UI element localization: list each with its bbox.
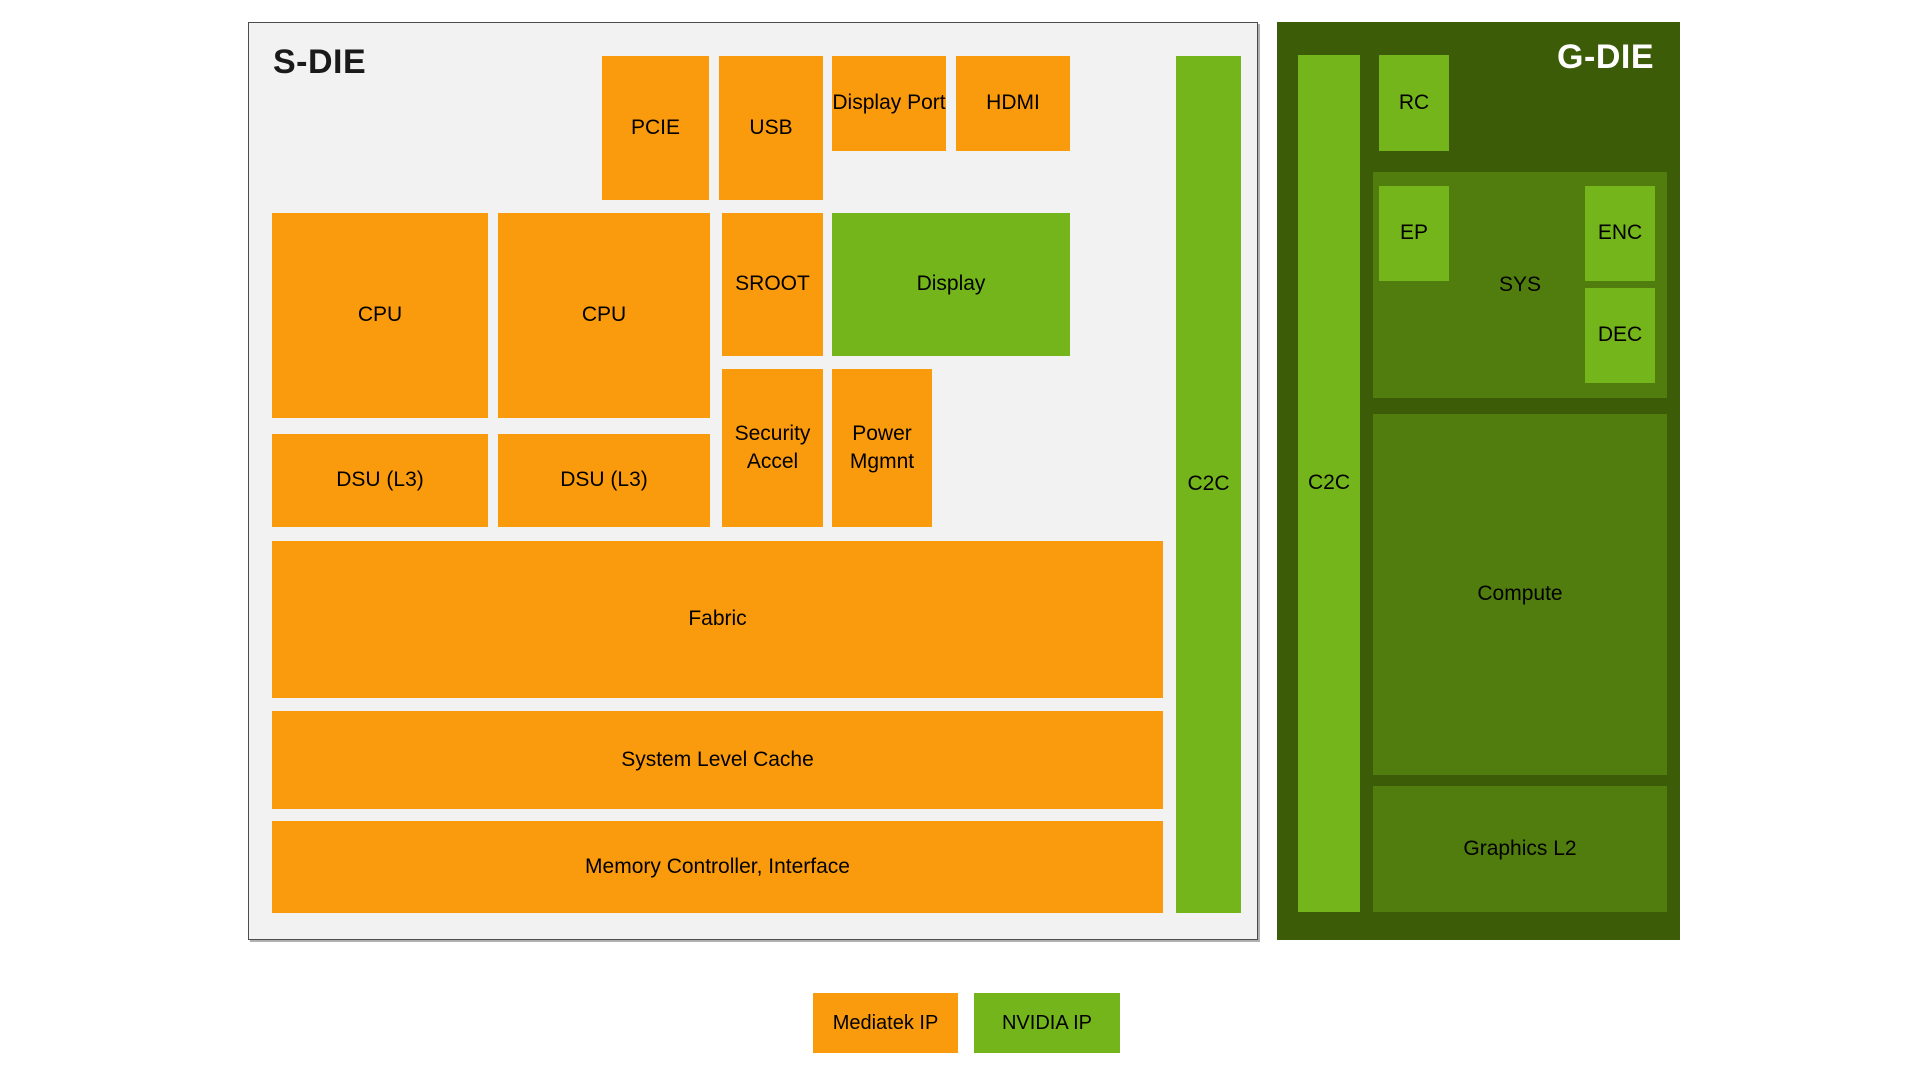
block-hdmi-label: HDMI <box>986 91 1040 115</box>
block-power-mgmnt: Power Mgmnt <box>832 369 932 527</box>
s-die-panel: S-DIE PCIE USB Display Port HDMI CPU CPU… <box>248 22 1258 940</box>
block-usb: USB <box>719 56 823 200</box>
block-fabric: Fabric <box>272 541 1163 698</box>
legend-nvidia-ip-label: NVIDIA IP <box>1001 1011 1093 1034</box>
block-ep-label: EP <box>1399 221 1428 245</box>
block-sys: SYS EP ENC DEC <box>1373 172 1667 398</box>
block-sys-label: SYS <box>1498 272 1542 296</box>
legend-mediatek-ip: Mediatek IP <box>813 993 958 1053</box>
block-fabric-label: Fabric <box>688 607 747 631</box>
legend-mediatek-ip-label: Mediatek IP <box>832 1011 939 1034</box>
block-memory-controller: Memory Controller, Interface <box>272 821 1163 913</box>
block-enc: ENC <box>1585 186 1655 281</box>
g-die-title: G-DIE <box>1557 38 1654 76</box>
block-hdmi: HDMI <box>956 56 1070 151</box>
block-cpu-1-label: CPU <box>357 303 403 327</box>
block-display: Display <box>832 213 1070 356</box>
block-sroot: SROOT <box>722 213 823 356</box>
s-die-title: S-DIE <box>273 43 367 81</box>
block-power-mgmnt-label: Power Mgmnt <box>849 421 915 473</box>
block-dsu-2: DSU (L3) <box>498 434 710 527</box>
block-dec-label: DEC <box>1597 323 1643 347</box>
block-rc: RC <box>1379 55 1449 151</box>
block-sroot-label: SROOT <box>735 272 810 296</box>
block-display-label: Display <box>916 272 986 296</box>
block-display-port: Display Port <box>832 56 946 151</box>
block-c2c-gdie: C2C <box>1298 55 1360 912</box>
block-memory-controller-label: Memory Controller, Interface <box>585 854 850 878</box>
block-dsu-1: DSU (L3) <box>272 434 488 527</box>
block-rc-label: RC <box>1398 90 1430 114</box>
block-c2c-sdie: C2C <box>1176 56 1241 913</box>
block-security-accel: Security Accel <box>722 369 823 527</box>
block-system-level-cache: System Level Cache <box>272 711 1163 809</box>
block-system-level-cache-label: System Level Cache <box>621 747 814 771</box>
block-graphics-l2-label: Graphics L2 <box>1463 836 1577 860</box>
block-compute-label: Compute <box>1477 582 1563 606</box>
block-dsu-1-label: DSU (L3) <box>336 468 424 492</box>
g-die-panel: G-DIE C2C RC SYS EP ENC DEC Compute Grap… <box>1277 22 1680 940</box>
block-security-accel-label: Security Accel <box>734 421 811 473</box>
block-c2c-gdie-label: C2C <box>1307 471 1350 495</box>
block-compute: Compute <box>1373 414 1667 775</box>
block-cpu-2: CPU <box>498 213 710 418</box>
block-pcie: PCIE <box>602 56 709 200</box>
block-enc-label: ENC <box>1597 221 1643 245</box>
block-usb-label: USB <box>749 115 793 139</box>
block-cpu-2-label: CPU <box>581 303 627 327</box>
block-graphics-l2: Graphics L2 <box>1373 786 1667 912</box>
legend-nvidia-ip: NVIDIA IP <box>974 993 1120 1053</box>
block-c2c-sdie-label: C2C <box>1187 472 1230 496</box>
block-dec: DEC <box>1585 288 1655 383</box>
block-display-port-label: Display Port <box>832 91 946 115</box>
block-cpu-1: CPU <box>272 213 488 418</box>
block-dsu-2-label: DSU (L3) <box>560 468 648 492</box>
block-pcie-label: PCIE <box>630 115 680 139</box>
block-ep: EP <box>1379 186 1449 281</box>
